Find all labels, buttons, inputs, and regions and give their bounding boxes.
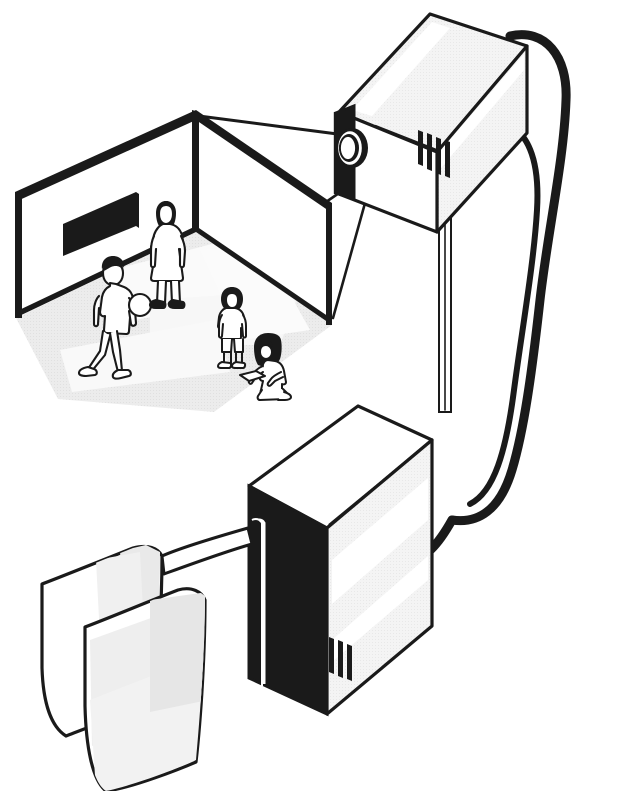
projector-vents bbox=[418, 130, 450, 178]
projector-lens[interactable] bbox=[335, 128, 368, 168]
printer-unit[interactable] bbox=[40, 404, 434, 791]
room-right-wall bbox=[192, 110, 332, 325]
figure-child-standing bbox=[217, 287, 247, 369]
paper-sheet-front bbox=[83, 587, 207, 791]
printer-front-bezel bbox=[247, 483, 329, 717]
printer-vents bbox=[320, 633, 352, 681]
figure-child-kneeling bbox=[239, 333, 292, 401]
paper-slot-transition bbox=[160, 526, 254, 576]
ball bbox=[127, 292, 153, 318]
cable-outer bbox=[447, 30, 571, 526]
held-object bbox=[239, 370, 266, 382]
projector-unit[interactable] bbox=[333, 12, 529, 234]
figure-woman-standing bbox=[148, 201, 187, 310]
wall-window-panel bbox=[63, 192, 139, 256]
support-post-label: vertical support post bbox=[2, 137, 146, 154]
cable-inner bbox=[467, 119, 541, 507]
